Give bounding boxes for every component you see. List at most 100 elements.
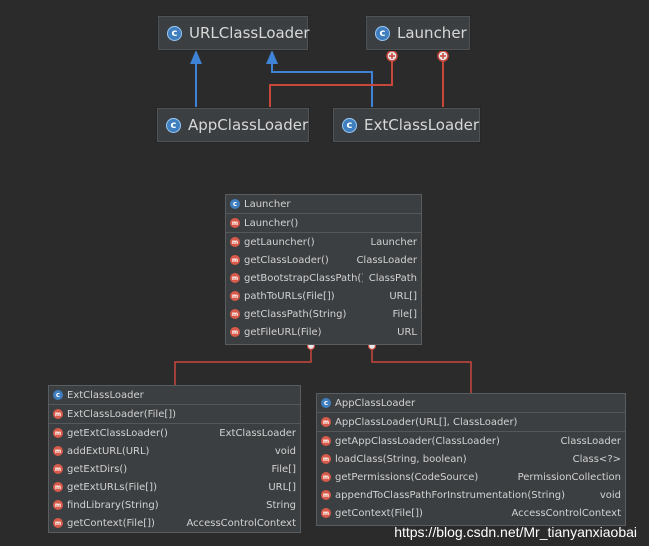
method-return: URL — [397, 326, 417, 338]
method-name: getLauncher() — [244, 236, 315, 248]
method-return: Launcher — [370, 236, 417, 248]
panel-title: AppClassLoader — [335, 397, 416, 409]
method-return: void — [599, 489, 621, 501]
method-name: getBootstrapClassPath() — [244, 272, 363, 284]
method-icon: m — [53, 482, 63, 492]
method-icon: m — [53, 464, 63, 474]
method-icon: m — [230, 273, 240, 283]
method-row: m getExtDirs() File[] — [49, 460, 300, 478]
class-box-extclassloader: c ExtClassLoader — [333, 108, 480, 142]
method-name: pathToURLs(File[]) — [244, 290, 335, 302]
constructor-name: AppClassLoader(URL[], ClassLoader) — [335, 416, 518, 428]
constructor-section: m Launcher() — [226, 214, 421, 233]
method-icon: m — [53, 409, 63, 419]
method-return: AccessControlContext — [186, 517, 296, 529]
class-icon: c — [375, 25, 390, 41]
method-row: m getContext(File[]) AccessControlContext — [49, 514, 300, 532]
inner-line-ext-panel — [174, 346, 312, 385]
method-row: m getExtURLs(File[]) URL[] — [49, 478, 300, 496]
class-box-urlclassloader: c URLClassLoader — [158, 16, 310, 50]
method-icon: m — [321, 417, 331, 427]
method-return: File[] — [392, 308, 417, 320]
method-return: ClassLoader — [356, 254, 417, 266]
panel-header: c Launcher — [226, 195, 421, 214]
method-icon: m — [53, 500, 63, 510]
method-return: PermissionCollection — [517, 471, 621, 483]
uml-panel-appclassloader: c AppClassLoader m AppClassLoader(URL[],… — [316, 393, 626, 526]
method-return: File[] — [271, 463, 296, 475]
class-icon: c — [230, 199, 240, 209]
class-icon: c — [167, 25, 182, 41]
method-return: URL[] — [268, 481, 296, 493]
method-icon: m — [230, 291, 240, 301]
constructor-row: m ExtClassLoader(File[]) — [49, 405, 300, 423]
class-box-launcher: c Launcher — [366, 16, 470, 50]
method-row: m getBootstrapClassPath() ClassPath — [226, 269, 421, 287]
method-return: String — [266, 499, 296, 511]
inherit-arrow-app — [190, 50, 202, 64]
watermark-url: https://blog.csdn.net/Mr_tianyanxiaobai — [394, 524, 637, 540]
class-icon: c — [321, 398, 331, 408]
class-box-label: Launcher — [397, 24, 467, 42]
method-name: getClassPath(String) — [244, 308, 347, 320]
method-row: m pathToURLs(File[]) URL[] — [226, 287, 421, 305]
inner-line-app-panel — [371, 346, 472, 393]
method-name: getFileURL(File) — [244, 326, 322, 338]
method-name: getClassLoader() — [244, 254, 329, 266]
method-name: getExtClassLoader() — [67, 427, 168, 439]
constructor-section: m ExtClassLoader(File[]) — [49, 405, 300, 424]
method-name: getContext(File[]) — [67, 517, 155, 529]
method-list: m getLauncher() Launcher m getClassLoader()… — [226, 233, 421, 341]
method-icon: m — [321, 436, 331, 446]
method-name: loadClass(String, boolean) — [335, 453, 467, 465]
method-name: appendToClassPathForInstrumentation(Stri… — [335, 489, 566, 501]
method-row: m getFileURL(File) URL — [226, 323, 421, 341]
class-box-label: ExtClassLoader — [364, 116, 480, 134]
constructor-row: m Launcher() — [226, 214, 421, 232]
panel-title: Launcher — [244, 198, 291, 210]
inherit-line-ext — [271, 62, 373, 108]
class-icon: c — [342, 117, 357, 133]
method-name: findLibrary(String) — [67, 499, 159, 511]
method-name: getExtDirs() — [67, 463, 128, 475]
method-return: ClassPath — [368, 272, 417, 284]
method-icon: m — [321, 508, 331, 518]
method-row: m getLauncher() Launcher — [226, 233, 421, 251]
panel-title: ExtClassLoader — [67, 389, 144, 401]
inner-line-app — [269, 56, 393, 108]
method-name: getContext(File[]) — [335, 507, 423, 519]
method-icon: m — [53, 446, 63, 456]
method-icon: m — [230, 309, 240, 319]
method-icon: m — [53, 518, 63, 528]
method-return: ExtClassLoader — [219, 427, 296, 439]
method-row: m findLibrary(String) String — [49, 496, 300, 514]
method-return: Class<?> — [572, 453, 621, 465]
method-return: URL[] — [389, 290, 417, 302]
class-box-label: AppClassLoader — [188, 116, 309, 134]
method-name: getExtURLs(File[]) — [67, 481, 157, 493]
class-box-appclassloader: c AppClassLoader — [157, 108, 309, 142]
method-row: m getContext(File[]) AccessControlContext — [317, 504, 625, 522]
method-return: AccessControlContext — [511, 507, 621, 519]
uml-panel-launcher: c Launcher m Launcher() m getLauncher() La… — [225, 194, 422, 345]
panel-header: c AppClassLoader — [317, 394, 625, 413]
constructor-name: Launcher() — [244, 217, 299, 229]
method-icon: m — [230, 327, 240, 337]
uml-panel-extclassloader: c ExtClassLoader m ExtClassLoader(File[]… — [48, 385, 301, 533]
method-row: m getClassPath(String) File[] — [226, 305, 421, 323]
constructor-name: ExtClassLoader(File[]) — [67, 408, 177, 420]
method-icon: m — [230, 237, 240, 247]
method-name: addExtURL(URL) — [67, 445, 150, 457]
class-icon: c — [166, 117, 181, 133]
method-name: getAppClassLoader(ClassLoader) — [335, 435, 500, 447]
class-box-label: URLClassLoader — [189, 24, 310, 42]
